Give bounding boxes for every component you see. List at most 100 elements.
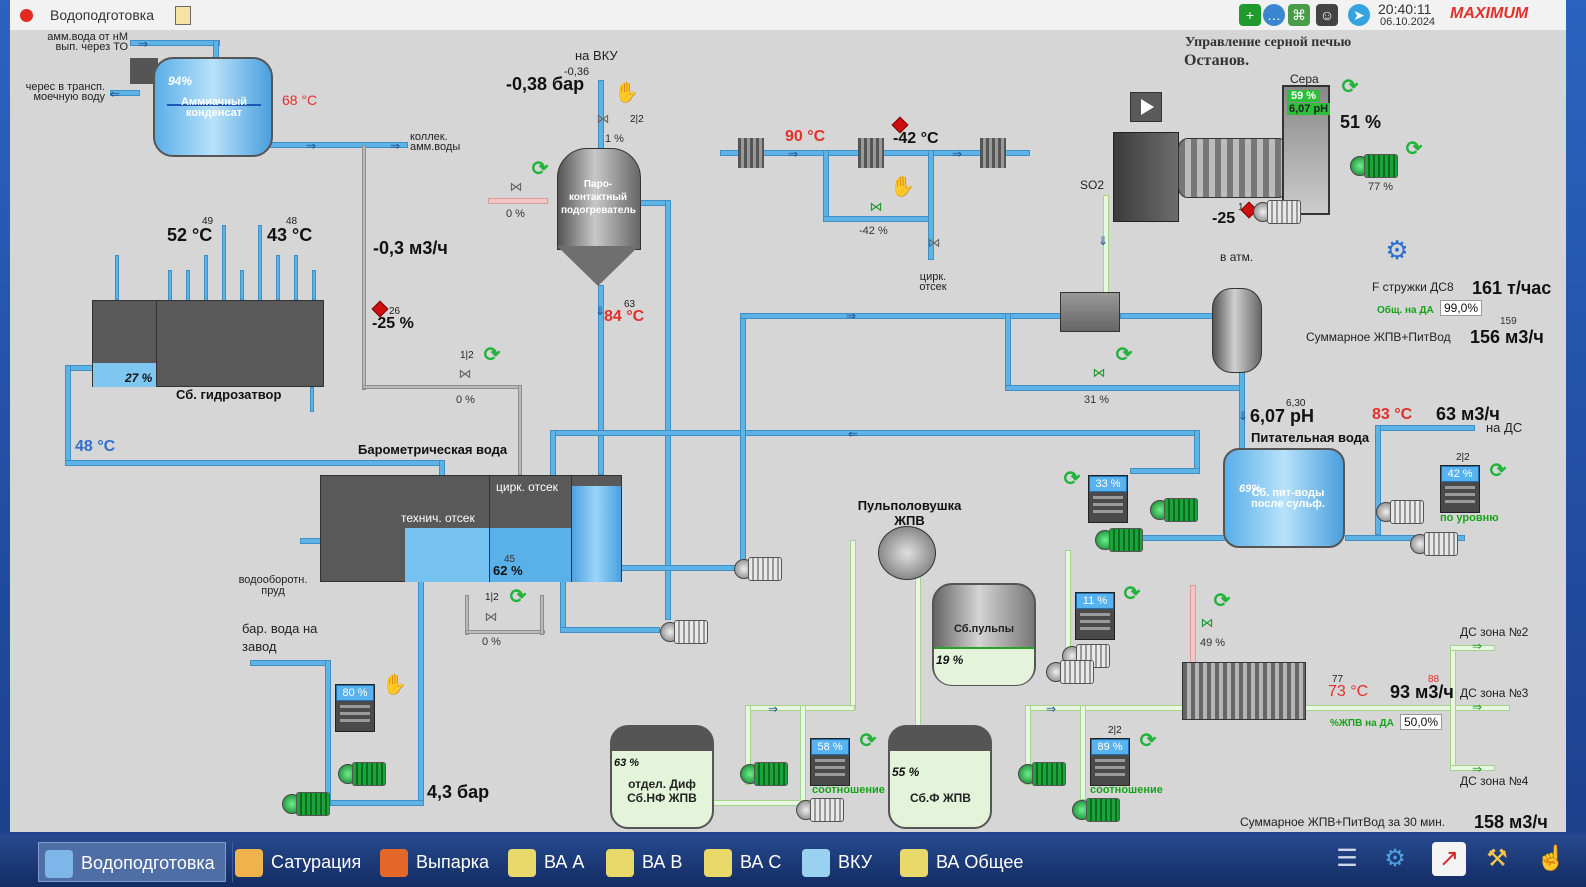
trend-chart-icon[interactable]: ↗ bbox=[1432, 842, 1466, 876]
auto-mode-icon[interactable]: ⟳ bbox=[509, 586, 527, 608]
pump[interactable] bbox=[796, 796, 844, 822]
feed-water-tank[interactable]: 69% Сб. пит-воды после сульф. bbox=[1223, 448, 1345, 548]
pulp-box[interactable]: 11 % bbox=[1075, 592, 1115, 640]
tab-vku[interactable]: ВКУ bbox=[802, 842, 892, 882]
baro-valve-icon[interactable]: ⋈ bbox=[458, 366, 472, 381]
f-tank[interactable]: 55 % Сб.Ф ЖПВ bbox=[888, 725, 992, 829]
pump[interactable] bbox=[1150, 496, 1198, 522]
sulfur-label: Сера bbox=[1290, 72, 1319, 86]
tab-saturation[interactable]: Сатурация bbox=[232, 842, 372, 882]
hydroseal-tank[interactable]: 27 % bbox=[92, 300, 324, 387]
tab-va-c[interactable]: ВА С bbox=[704, 842, 794, 882]
menu-list-icon[interactable]: ☰ bbox=[1336, 845, 1358, 872]
auto-mode-icon[interactable]: ⟳ bbox=[483, 344, 501, 366]
tab-va-a[interactable]: ВА А bbox=[508, 842, 598, 882]
sulfur-hopper[interactable]: 59 % 6,07 pH bbox=[1282, 85, 1331, 215]
exchanger-valve-icon[interactable]: ⋈ bbox=[869, 199, 883, 214]
sulfur-furnace[interactable] bbox=[1178, 138, 1288, 198]
right-pump-pct: 77 % bbox=[1368, 181, 1394, 193]
steam-valve-icon[interactable]: ⋈ bbox=[509, 179, 523, 194]
ratio-box[interactable]: 58 % bbox=[810, 738, 850, 786]
pump[interactable] bbox=[734, 555, 782, 581]
auto-mode-icon[interactable]: ⟳ bbox=[1063, 468, 1081, 490]
pipe bbox=[560, 627, 660, 633]
pump[interactable] bbox=[740, 760, 788, 786]
auto-mode-icon[interactable]: ⟳ bbox=[1489, 460, 1507, 482]
feed-right-box[interactable]: 42 % bbox=[1440, 465, 1480, 513]
feed-tank-name: Сб. пит-воды после сульф. bbox=[1251, 487, 1325, 510]
feed-left-box[interactable]: 33 % bbox=[1088, 475, 1128, 523]
heater-tank[interactable]: Паро-контактный подогреватель bbox=[557, 148, 641, 288]
vku-valve-icon[interactable]: ⋈ bbox=[596, 111, 610, 126]
circ-valve-icon[interactable]: ⋈ bbox=[927, 235, 941, 250]
tech-compartment-label: технич. отсек bbox=[401, 511, 475, 525]
ammonia-tank[interactable]: 94% Аммиачный конденсат bbox=[153, 57, 273, 157]
pump[interactable] bbox=[1350, 152, 1398, 178]
pulp-pipe bbox=[1080, 705, 1086, 800]
plate-heater[interactable] bbox=[1182, 662, 1306, 720]
pulp-tank[interactable]: Сб.пульпы 19 % bbox=[932, 583, 1036, 686]
telegram-icon[interactable]: ➤ bbox=[1348, 4, 1370, 26]
chat-icon[interactable]: … bbox=[1263, 4, 1285, 26]
feed-temp: 83 °C bbox=[1372, 406, 1413, 423]
zpv-pct[interactable]: 50,0% bbox=[1400, 714, 1443, 730]
auto-mode-icon[interactable]: ⟳ bbox=[1115, 344, 1133, 366]
pipe bbox=[1005, 385, 1245, 391]
pipe bbox=[823, 150, 829, 220]
network-icon[interactable]: ⌘ bbox=[1288, 4, 1310, 26]
pump[interactable] bbox=[282, 790, 330, 816]
auto-mode-icon[interactable]: ⟳ bbox=[1341, 76, 1359, 98]
pump[interactable] bbox=[338, 760, 386, 786]
feed-vessel[interactable] bbox=[1212, 288, 1262, 373]
settings-gear-icon[interactable]: ⚙ bbox=[1384, 845, 1406, 872]
manual-mode-icon[interactable]: ✋ bbox=[614, 82, 639, 104]
auto-mode-icon[interactable]: ⟳ bbox=[1123, 583, 1141, 605]
play-button[interactable] bbox=[1130, 92, 1162, 122]
lower-valve-icon[interactable]: ⋈ bbox=[484, 609, 498, 624]
pulp-catcher[interactable] bbox=[878, 526, 936, 580]
plus-icon[interactable]: + bbox=[1239, 4, 1261, 26]
air-pipe bbox=[362, 145, 366, 390]
pulp-valve-icon[interactable]: ⋈ bbox=[1200, 615, 1214, 630]
pump[interactable] bbox=[1253, 198, 1301, 224]
manual-mode-icon[interactable]: ✋ bbox=[890, 176, 915, 198]
auto-mode-icon[interactable]: ⟳ bbox=[859, 730, 877, 752]
tab-va-total[interactable]: ВА Общее bbox=[900, 842, 1050, 882]
pump[interactable] bbox=[1072, 796, 1120, 822]
va-total-icon bbox=[900, 849, 928, 878]
pump[interactable] bbox=[1376, 498, 1424, 524]
clipboard-icon[interactable] bbox=[175, 6, 191, 25]
engineer-tools-icon[interactable]: ⚒ bbox=[1486, 845, 1508, 872]
baro-valve-ratio: 1|2 bbox=[460, 350, 474, 361]
auto-mode-icon[interactable]: ⟳ bbox=[1405, 138, 1423, 160]
bar-water-box[interactable]: 80 % bbox=[335, 684, 375, 732]
user-icon[interactable]: ☺ bbox=[1316, 4, 1338, 26]
pump[interactable] bbox=[1018, 760, 1066, 786]
pump[interactable] bbox=[660, 618, 708, 644]
auto-mode-icon[interactable]: ⟳ bbox=[1213, 590, 1231, 612]
close-window-icon[interactable] bbox=[20, 9, 33, 22]
touch-hand-icon[interactable]: ☝ bbox=[1536, 845, 1566, 872]
auto-mode-icon[interactable]: ⟳ bbox=[1139, 730, 1157, 752]
pump[interactable] bbox=[1095, 526, 1143, 552]
baro-title: Барометрическая вода bbox=[358, 442, 508, 457]
baro-tank[interactable]: технич. отсек цирк. отсек 45 62 % bbox=[320, 475, 622, 582]
auto-mode-icon[interactable]: ⟳ bbox=[531, 158, 549, 180]
manual-mode-icon[interactable]: ✋ bbox=[382, 674, 407, 696]
ratio2-box[interactable]: 89 % bbox=[1090, 738, 1130, 786]
tab-va-b[interactable]: ВА В bbox=[606, 842, 696, 882]
total-pct[interactable]: 99,0% bbox=[1440, 300, 1483, 316]
pipe bbox=[1345, 535, 1465, 541]
tab-water-treatment[interactable]: Водоподготовка bbox=[38, 842, 226, 882]
bar-water-pct: 80 % bbox=[336, 685, 374, 701]
gear-settings-icon[interactable]: ⚙ bbox=[1385, 235, 1409, 265]
pump[interactable] bbox=[1046, 658, 1094, 684]
pump[interactable] bbox=[1410, 530, 1458, 556]
feed-valve-icon[interactable]: ⋈ bbox=[1092, 365, 1106, 380]
seal-pipe bbox=[240, 270, 244, 300]
separator-tank[interactable]: 63 % отдел. Диф Сб.НФ ЖПВ bbox=[610, 725, 714, 829]
water-treatment-icon bbox=[45, 850, 73, 879]
baro-level: 62 % bbox=[493, 563, 523, 578]
baro-level-setpoint: 45 bbox=[504, 554, 516, 565]
tab-evaporation[interactable]: Выпарка bbox=[380, 842, 500, 882]
